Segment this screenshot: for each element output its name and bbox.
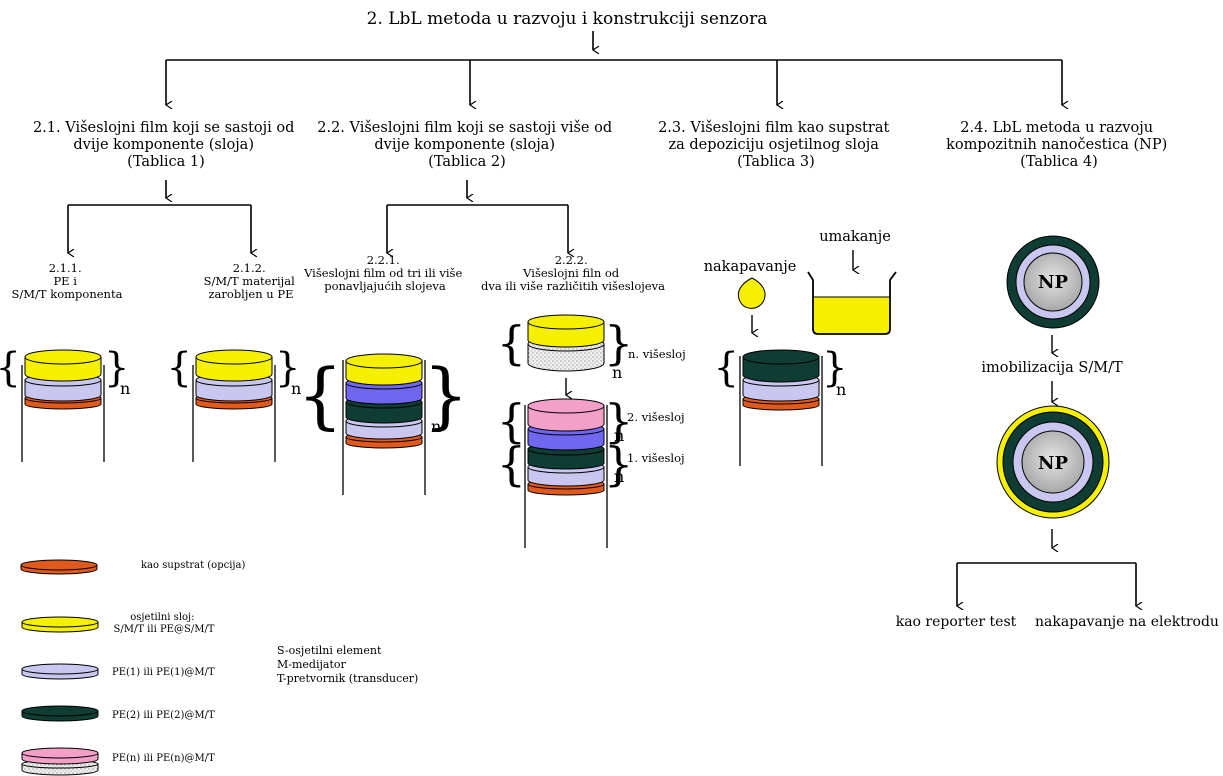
brace-right: } <box>604 394 633 448</box>
brace-left: { <box>714 345 739 391</box>
sensing-disk <box>345 353 423 386</box>
legend-substrate: kao supstrat (opcija) <box>20 559 245 575</box>
np-core-label: NP <box>1038 272 1068 293</box>
svg-text:PE(1) ili PE(1)@M/T: PE(1) ili PE(1)@M/T <box>112 667 215 678</box>
sub-2-1-2-label: 2.1.2. S/M/T materijal zarobljen u PE <box>204 261 299 301</box>
brace-right: } <box>104 345 129 391</box>
np-particle-coated: NP <box>996 405 1110 519</box>
pen-disk <box>527 398 605 432</box>
nanoparticles-2-4: NP imobilizacija S/M/T NP kao reporter t… <box>896 235 1219 630</box>
nth-multilayer-label: n. višesloj <box>628 347 686 361</box>
repeat-n-label: n <box>614 426 624 445</box>
second-multilayer-label: 2. višesloj <box>627 410 685 424</box>
repeat-n-label: n <box>612 363 622 382</box>
nth-multilayer: { } n n. višesloj <box>497 314 686 382</box>
pe2-disk <box>742 349 820 383</box>
svg-text:osjetilni sloj: S/M/T: osjetilni sloj: S/M/T ili PE@S/M/T <box>114 612 215 635</box>
top-tree-connectors <box>166 31 1062 105</box>
sub-2-1-1-label: 2.1.1. PE i S/M/T komponenta <box>12 261 123 301</box>
diagram-title: 2. LbL metoda u razvoju i konstrukciji s… <box>367 9 768 29</box>
brace-left: { <box>0 345 21 391</box>
reporter-test-label: kao reporter test <box>896 614 1017 630</box>
legend-sensing-layer: osjetilni sloj: S/M/T ili PE@S/M/T <box>21 612 215 635</box>
brace-left: { <box>497 437 526 491</box>
sensing-disk <box>24 349 102 382</box>
branch-2-2-heading: 2.2. Višeslojni film koji se sastoji viš… <box>317 119 617 170</box>
drop-label: nakapavanje <box>704 259 797 275</box>
brace-left: { <box>297 353 343 437</box>
brace-left: { <box>497 316 526 370</box>
svg-text:kao supstrat (opcija): kao supstrat (opcija) <box>141 560 245 571</box>
repeat-n-label: n <box>431 417 441 436</box>
brace-right: } <box>822 345 847 391</box>
np-core-label: NP <box>1038 453 1068 474</box>
deposition-2-3: umakanje nakapavanje { } n <box>704 229 897 466</box>
svg-text:PE(n) ili PE(n)@M/T: PE(n) ili PE(n)@M/T <box>112 753 215 764</box>
sub-2-2-2-label: 2.2.2. Višeslojni filn od dva ili više r… <box>481 253 665 293</box>
branch-2-3-heading: 2.3. Višeslojni film kao supstrat za dep… <box>658 119 894 170</box>
np-particle-uncoated: NP <box>1006 235 1100 329</box>
brace-right: } <box>275 345 300 391</box>
legend: kao supstrat (opcija) osjetilni sloj: S/… <box>20 559 418 776</box>
dip-label: umakanje <box>819 229 891 245</box>
brace-right: } <box>423 353 469 437</box>
repeat-n-label: n <box>836 380 846 399</box>
sub-2-2-1-label: 2.2.1. Višeslojni film od tri ili više p… <box>303 253 466 293</box>
brace-right: } <box>604 316 633 370</box>
first-multilayer-label: 1. višesloj <box>627 451 685 465</box>
stack-2-1-2: { } n <box>167 345 301 462</box>
droplet-icon <box>737 277 766 309</box>
repeat-n-label: n <box>614 467 624 486</box>
electrode-label: nakapavanje na elektrodu <box>1035 614 1219 630</box>
brace-left: { <box>167 345 192 391</box>
legend-pen: PE(n) ili PE(n)@M/T <box>21 747 215 776</box>
brace-right: } <box>604 437 633 491</box>
brace-left: { <box>497 394 526 448</box>
branch-2-4-heading: 2.4. LbL metoda u razvoju kompozitnih na… <box>946 120 1172 170</box>
immobilization-label: imobilizacija S/M/T <box>981 360 1123 376</box>
branch-2-1-heading: 2.1. Višeslojni film koji se sastoji od … <box>33 119 299 170</box>
stack-2-1-1: { } n <box>0 345 130 462</box>
definitions: S-osjetilni element M-medijator T-pretvo… <box>277 644 418 685</box>
repeat-n-label: n <box>120 379 130 398</box>
repeat-n-label: n <box>291 379 301 398</box>
stack-2-2-1: { } n <box>297 353 469 495</box>
legend-pe1: PE(1) ili PE(1)@M/T <box>21 663 215 680</box>
sensing-disk <box>195 349 273 382</box>
legend-pe2: PE(2) ili PE(2)@M/T <box>21 705 215 722</box>
stack-2-2-2: { } n n. višesloj { } n <box>497 314 686 548</box>
dip-beaker <box>807 271 897 335</box>
np-split-connector <box>957 562 1136 606</box>
svg-text:PE(2) ili PE(2)@M/T: PE(2) ili PE(2)@M/T <box>112 710 215 721</box>
sub-tree-connectors <box>68 180 568 253</box>
